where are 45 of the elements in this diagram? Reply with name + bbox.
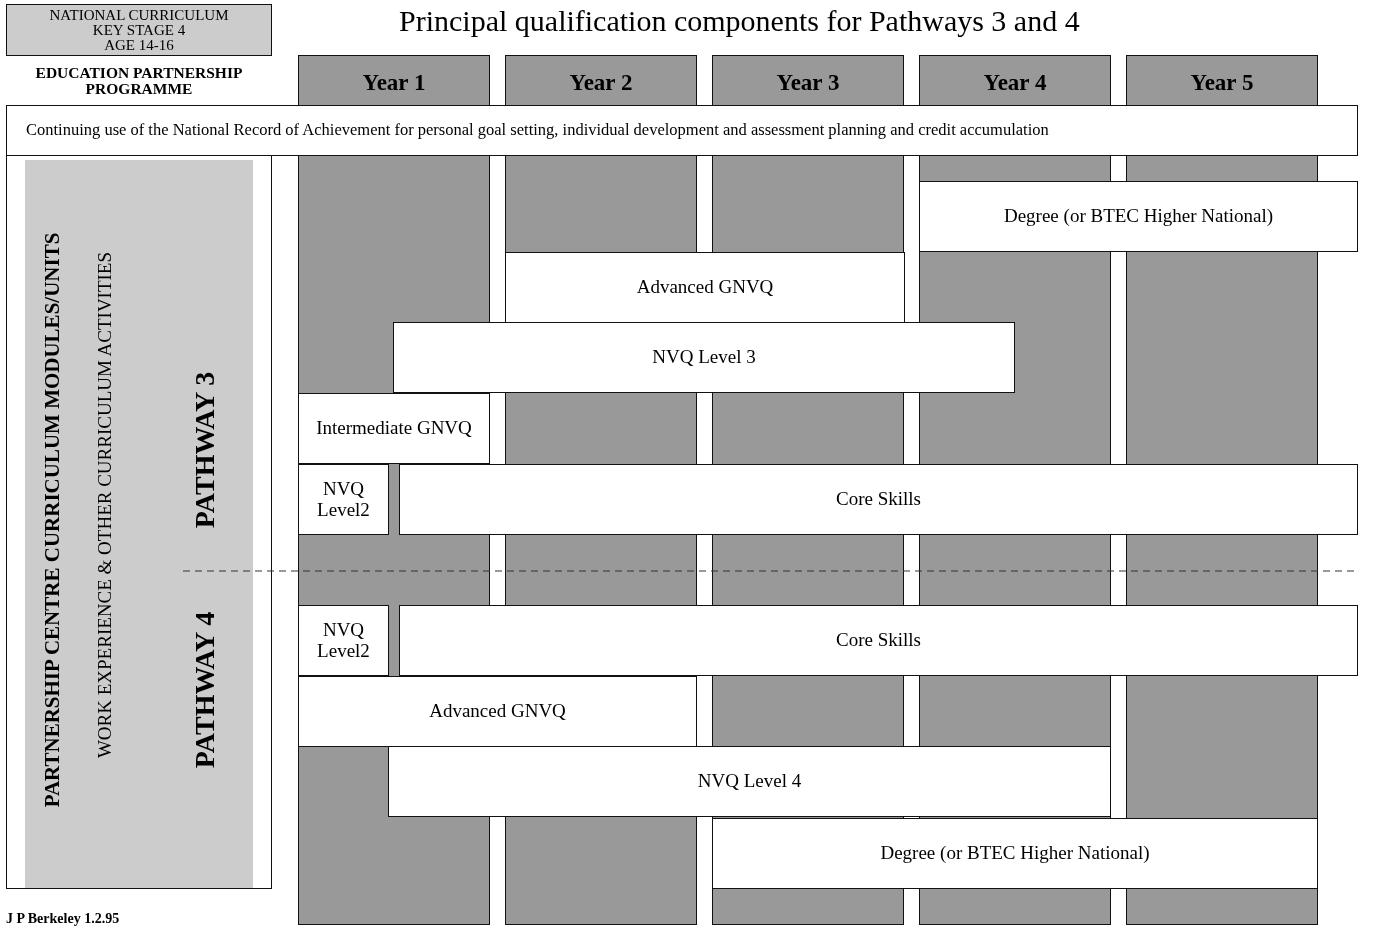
bar-label: NVQ Level2 <box>316 619 371 662</box>
year-column <box>919 55 1111 106</box>
stage-text: AGE 14-16 <box>104 37 174 53</box>
bar-label: Advanced GNVQ <box>429 701 566 722</box>
qualification-bar <box>298 605 389 676</box>
programme-heading: EDUCATION PARTNERSHIP PROGRAMME <box>34 65 244 98</box>
qualification-bar <box>919 181 1358 252</box>
bar-label: Degree (or BTEC Higher National) <box>1003 206 1274 227</box>
bar-label: NVQ Level 4 <box>697 771 802 792</box>
stage-text: KEY STAGE 4 <box>92 22 186 38</box>
stage-text: NATIONAL CURRICULUM <box>49 7 229 23</box>
qualification-bar <box>712 818 1318 889</box>
pathway-label: PATHWAY 3 <box>190 370 220 531</box>
pathway-label: PATHWAY 4 <box>190 610 220 771</box>
bar-label: Core Skills <box>836 489 921 510</box>
side-heading: PARTNERSHIP CENTRE CURRICULUM MODULES/UNITS <box>39 231 65 810</box>
info-box <box>6 4 272 56</box>
bar-label: Degree (or BTEC Higher National) <box>880 843 1150 864</box>
qualification-bar <box>298 393 490 464</box>
year-column <box>298 55 490 106</box>
title: Principal qualification components for Pathways 3 and 4 <box>399 6 1080 36</box>
year-label: Year 5 <box>1190 70 1254 96</box>
bar-label: Intermediate GNVQ <box>316 418 472 439</box>
qualification-bar <box>399 464 1358 535</box>
record-band <box>6 105 1358 156</box>
bar-label: Advanced GNVQ <box>636 277 774 298</box>
year-column <box>1126 55 1318 106</box>
year-label: Year 1 <box>362 70 426 96</box>
bar-label: NVQ Level2 <box>316 478 371 521</box>
year-label: Year 4 <box>983 70 1047 96</box>
qualification-bar <box>393 322 1015 393</box>
author-credit: J P Berkeley 1.2.95 <box>6 912 121 927</box>
bar-label: Core Skills <box>836 630 921 651</box>
year-label: Year 3 <box>776 70 840 96</box>
qualification-bar <box>399 605 1358 676</box>
side-subheading: WORK EXPERIENCE & OTHER CURRICULUM ACTIVITIES <box>93 250 116 761</box>
qualification-bar <box>298 676 697 747</box>
year-label: Year 2 <box>569 70 633 96</box>
year-column <box>712 55 904 106</box>
qualification-bar <box>505 252 905 323</box>
qualification-bar <box>388 746 1111 817</box>
qualification-bar <box>298 464 389 535</box>
bar-label: NVQ Level 3 <box>652 347 756 368</box>
band-text: Continuing use of the National Record of Achievement for personal goal setting, individual development and assessment planning and credit accumulation <box>26 121 1049 140</box>
year-column <box>505 55 697 106</box>
